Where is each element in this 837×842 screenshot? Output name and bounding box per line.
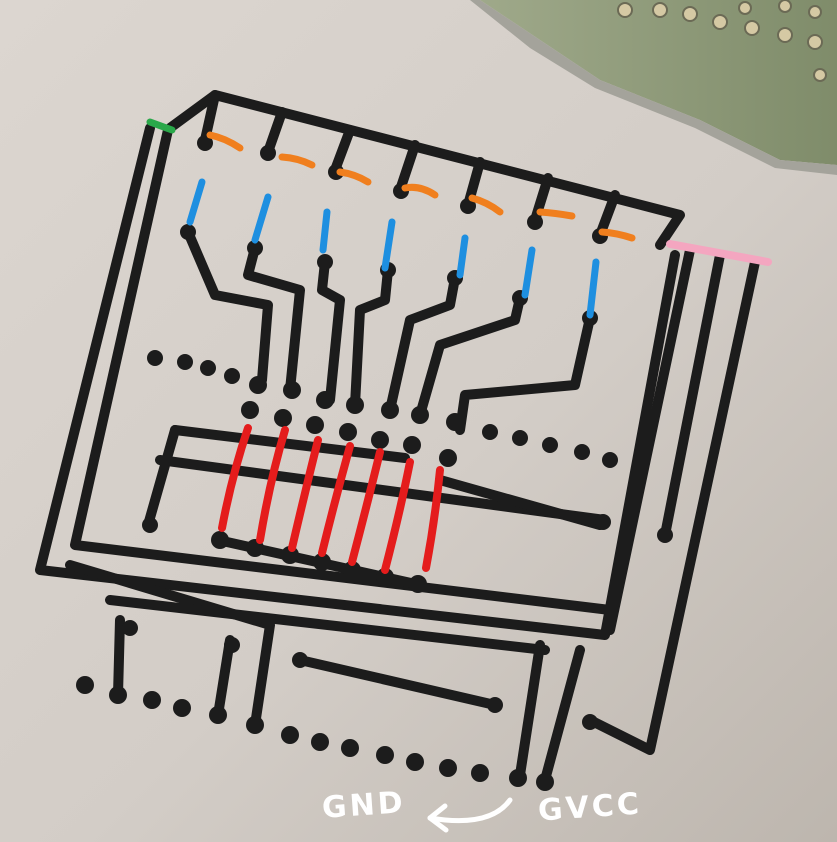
pads (76, 135, 673, 791)
pink-mark (666, 240, 772, 266)
gnd-label: GND (320, 785, 407, 826)
green-mark (146, 118, 176, 134)
black-traces (35, 90, 760, 785)
perfboard (470, 0, 837, 175)
blue-marks (186, 178, 600, 319)
vcc-label: GVCC (536, 786, 643, 829)
orange-marks (206, 131, 636, 242)
red-marks (218, 424, 444, 574)
gnd-arrow (427, 797, 513, 833)
